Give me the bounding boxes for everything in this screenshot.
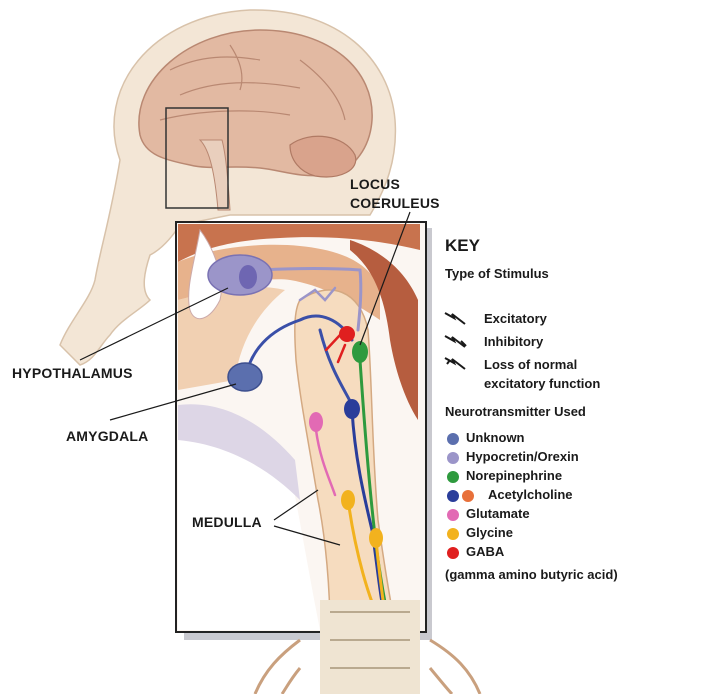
amygdala-label: AMYGDALA — [66, 428, 148, 444]
legend-label: Glutamate — [466, 506, 530, 521]
key-title: KEY — [445, 236, 480, 256]
stimulus-excitatory: Excitatory — [484, 311, 547, 326]
medulla-label: MEDULLA — [192, 514, 262, 530]
loss-of-function-stimulus-icon — [445, 358, 465, 369]
neurotransmitter-heading: Neurotransmitter Used — [445, 404, 586, 419]
legend-label: GABA — [466, 544, 504, 559]
legend-swatch-norepinephrine — [447, 471, 459, 483]
legend-label: Norepinephrine — [466, 468, 562, 483]
legend-swatch-gaba — [447, 547, 459, 559]
gaba-note: (gamma amino butyric acid) — [445, 567, 618, 582]
stimulus-loss-line1: Loss of normal — [484, 357, 577, 372]
amygdala-nucleus — [228, 363, 262, 391]
legend-label: Unknown — [466, 430, 525, 445]
stimulus-inhibitory: Inhibitory — [484, 334, 543, 349]
legend-swatch-acetylcholine — [447, 490, 459, 502]
legend-swatch-unknown — [447, 433, 459, 445]
excitatory-stimulus-icon — [445, 313, 465, 324]
legend-swatch-hypocretin-orexin — [447, 452, 459, 464]
locus-label-line2: COERULEUS — [350, 195, 440, 211]
legend-swatch-glutamate — [447, 509, 459, 521]
hypothalamus-label: HYPOTHALAMUS — [12, 365, 133, 381]
legend-label: Acetylcholine — [488, 487, 573, 502]
stimulus-heading: Type of Stimulus — [445, 266, 549, 281]
legend-label: Glycine — [466, 525, 513, 540]
legend-swatch-secondary — [462, 490, 474, 502]
legend-swatch-glycine — [447, 528, 459, 540]
inhibitory-stimulus-icon — [445, 336, 466, 347]
locus-label-line1: LOCUS — [350, 176, 400, 192]
legend-label: Hypocretin/Orexin — [466, 449, 579, 464]
stimulus-loss-line2: excitatory function — [484, 376, 600, 391]
